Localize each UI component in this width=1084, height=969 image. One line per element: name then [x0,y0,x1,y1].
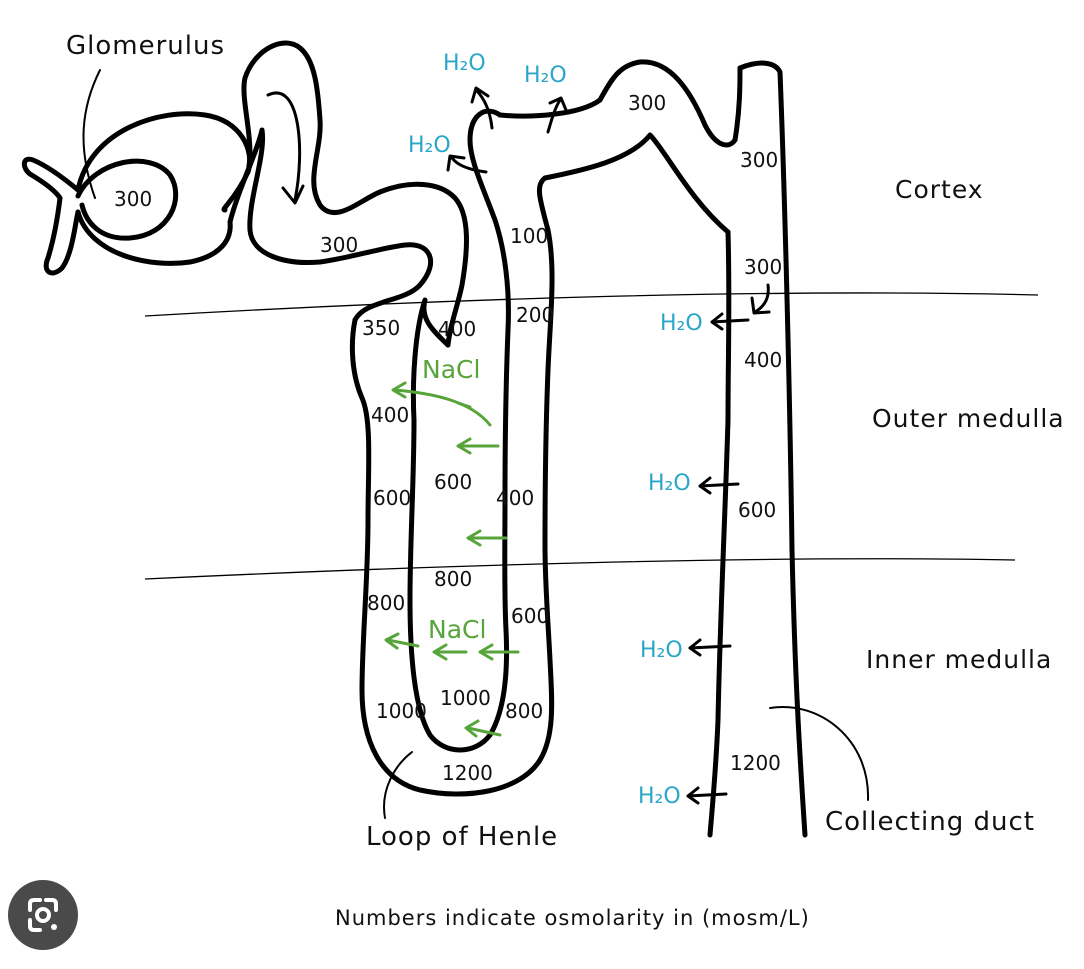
osmolarity-loop-tip: 1200 [442,761,493,785]
osmolarity-desc-1000-right: 1000 [440,686,491,710]
osmolarity-asc-800: 800 [505,699,543,723]
osmolarity-cd-cortex: 300 [744,255,782,279]
osmolarity-desc-600-right: 600 [434,470,472,494]
caption: Numbers indicate osmolarity in (mosm/L) [335,906,810,930]
collecting-duct-left-wall [707,65,743,838]
thick-ascending-limb [467,108,555,548]
osmolarity-tal-upper: 200 [516,303,554,327]
water-label-top-3: H₂O [408,133,451,158]
osmolarity-desc-400: 400 [371,403,409,427]
osmolarity-bowman: 300 [114,187,152,211]
collecting-duct-right-wall [737,60,808,838]
salt-arrow-7 [464,719,502,738]
osmolarity-desc-600-left: 600 [373,486,411,510]
water-arrow-top-2 [546,96,568,134]
osmolarity-cd-600: 600 [738,498,776,522]
osmolarity-cd-1200: 1200 [730,751,781,775]
salt-arrow-5 [432,643,468,661]
loop-pointer [383,751,413,819]
salt-arrow-2 [456,437,500,455]
flow-arrow-pct [266,91,305,205]
google-lens-icon [28,898,58,932]
water-arrow-cd-1 [710,312,750,331]
water-label-cd-1: H₂O [660,311,703,336]
water-arrow-cd-3 [688,638,732,657]
label-glomerulus: Glomerulus [66,31,225,61]
region-inner-medulla: Inner medulla [866,645,1052,674]
label-collecting-duct: Collecting duct [825,807,1035,837]
glomerulus-tuft [75,158,179,241]
osmolarity-interstitium-800: 800 [434,567,472,591]
osmolarity-asc-600: 600 [511,604,549,628]
water-arrow-top-1 [470,86,494,130]
distal-tubule [497,59,738,235]
region-outer-medulla: Outer medulla [872,404,1065,433]
salt-arrow-4 [478,643,520,661]
cortex-medulla-boundary [144,292,1039,317]
osmolarity-dct: 300 [628,91,666,115]
osmolarity-desc-outer-left: 350 [362,316,400,340]
osmolarity-pct: 300 [320,233,358,257]
cd-arrow-in [750,283,771,315]
salt-arrow-6 [384,632,420,650]
salt-arrow-1b [456,401,472,409]
osmolarity-cd-400: 400 [744,348,782,372]
water-label-cd-4: H₂O [638,784,681,809]
water-label-top-1: H₂O [443,51,486,76]
water-arrow-top-3 [446,154,488,174]
loop-descending-outer [349,317,555,797]
osmolarity-desc-800: 800 [367,591,405,615]
salt-label-outer: NaCl [422,355,480,384]
proximal-tubule [227,40,469,348]
salt-label-inner: NaCl [428,615,486,644]
osmolarity-cd-top: 300 [740,148,778,172]
water-label-top-2: H₂O [524,63,567,88]
lens-button[interactable] [8,880,78,950]
osmolarity-asc-400: 400 [496,486,534,510]
label-loop-of-henle: Loop of Henle [366,822,558,852]
osmolarity-tal-cortex: 100 [510,224,548,248]
water-label-cd-3: H₂O [640,638,683,663]
water-label-cd-2: H₂O [648,471,691,496]
water-arrow-cd-4 [686,786,728,805]
outer-inner-medulla-boundary [144,558,1016,580]
salt-arrow-1 [391,381,492,427]
collecting-duct-pointer [769,706,870,801]
loop-descending-inner [407,297,510,753]
bowmans-capsule [75,111,253,266]
salt-arrow-3 [466,529,508,547]
arteriole-stub [21,156,81,276]
osmolarity-desc-outer-right: 400 [438,317,476,341]
region-cortex: Cortex [895,175,984,204]
water-arrow-cd-2 [698,476,740,495]
osmolarity-desc-1000-left: 1000 [376,699,427,723]
glomerulus-pointer [82,69,101,199]
